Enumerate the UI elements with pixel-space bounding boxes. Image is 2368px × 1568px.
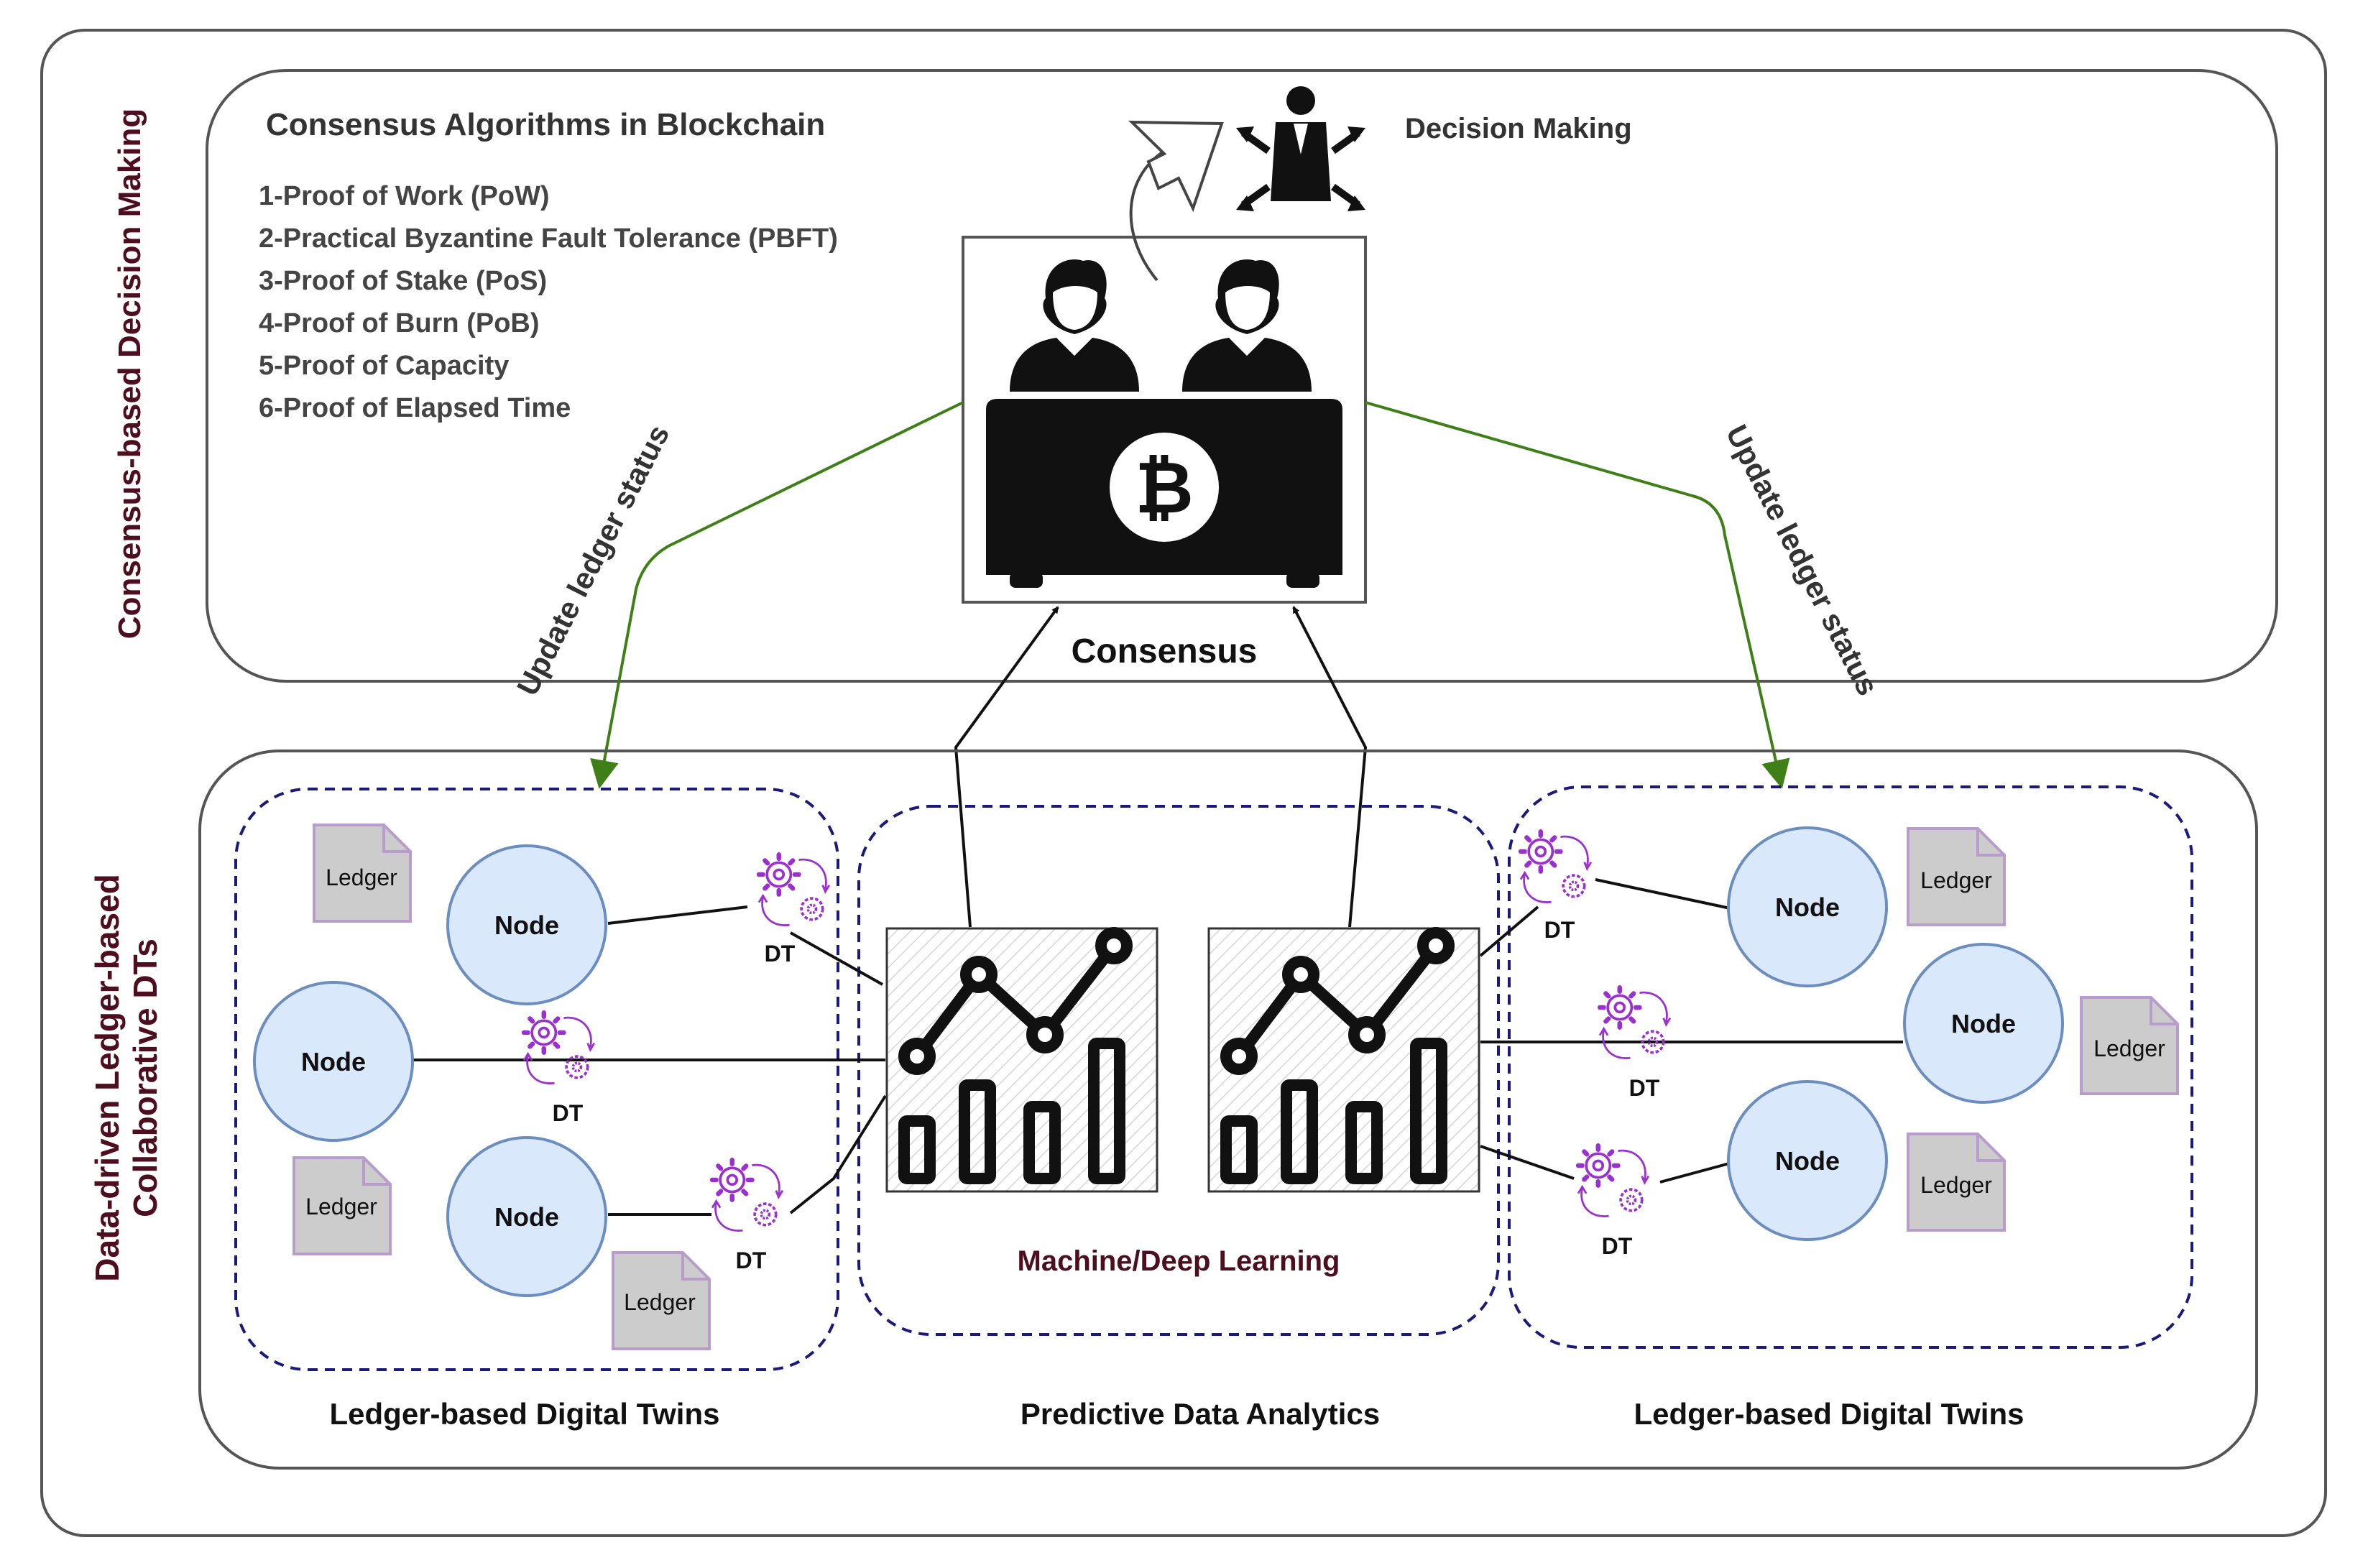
gear-icon	[1600, 987, 1670, 1058]
dt-label: DT	[1629, 1075, 1660, 1101]
update-ledger-right-label: Update ledger status	[1720, 420, 1885, 701]
bitcoin-icon: ₿	[1135, 448, 1194, 528]
outer-frame	[40, 29, 2327, 1537]
algorithms-list: 1-Proof of Work (PoW) 2-Practical Byzant…	[259, 181, 838, 423]
algorithm-item: 1-Proof of Work (PoW)	[259, 181, 550, 211]
decision-making-label: Decision Making	[1405, 113, 1632, 144]
algorithms-title: Consensus Algorithms in Blockchain	[266, 107, 825, 142]
dt-label: DT	[765, 941, 796, 967]
gear-icon	[1521, 831, 1591, 902]
analytics-to-consensus-arrow-left	[954, 606, 1059, 928]
gear-icon	[1578, 1145, 1649, 1216]
dt-icon: DT	[524, 1013, 594, 1126]
node-label: Node	[494, 910, 559, 940]
node: Node	[253, 981, 414, 1142]
bottom-side-label-line2: Collaborative DTs	[126, 939, 164, 1217]
node-label: Node	[1775, 893, 1840, 922]
bottom-side-label: Data-driven Ledger-based Collaborative D…	[88, 874, 164, 1281]
ledger-document: Ledger	[2080, 996, 2179, 1095]
ledger-document: Ledger	[612, 1251, 711, 1350]
update-arrow-left	[590, 401, 964, 789]
caption-right: Ledger-based Digital Twins	[1634, 1397, 2024, 1431]
dt-label: DT	[1544, 917, 1575, 943]
decision-maker-icon	[1236, 86, 1365, 211]
algorithm-item: 6-Proof of Elapsed Time	[259, 393, 571, 423]
gear-icon	[759, 854, 829, 925]
analytics-to-consensus-arrow-right	[1292, 606, 1368, 928]
ml-label: Machine/Deep Learning	[1018, 1245, 1340, 1277]
bottom-panel	[198, 750, 2258, 1470]
left-connections	[413, 905, 887, 1216]
dt-icon: DT	[712, 1160, 783, 1273]
gear-icon	[712, 1160, 783, 1230]
caption-left: Ledger-based Digital Twins	[330, 1397, 720, 1431]
analytics-group	[857, 805, 1500, 1336]
node: Node	[1903, 943, 2064, 1104]
dt-icon: DT	[759, 854, 829, 967]
algorithm-item: 2-Practical Byzantine Fault Tolerance (P…	[259, 223, 838, 254]
ledger-label: Ledger	[2093, 1036, 2165, 1061]
node-label: Node	[1951, 1009, 2016, 1038]
top-panel	[206, 69, 2278, 683]
gear-icon	[524, 1013, 594, 1083]
dt-label: DT	[1602, 1233, 1633, 1259]
analytics-chart-left	[887, 928, 1157, 1191]
dt-label: DT	[736, 1248, 767, 1273]
algorithm-item: 4-Proof of Burn (PoB)	[259, 308, 540, 338]
consensus-label: Consensus	[1072, 632, 1258, 670]
decision-arrow	[1128, 120, 1224, 282]
top-side-label: Consensus-based Decision Making	[112, 109, 147, 639]
right-dt-group	[1508, 785, 2193, 1349]
ledger-document: Ledger	[292, 1156, 392, 1255]
ledger-label: Ledger	[624, 1289, 696, 1315]
node: Node	[1727, 826, 1888, 987]
ledger-document: Ledger	[1907, 827, 2006, 926]
dt-label: DT	[553, 1100, 584, 1126]
right-connections	[1479, 878, 1903, 1184]
node: Node	[446, 1136, 607, 1297]
caption-center: Predictive Data Analytics	[1021, 1397, 1380, 1431]
ledger-document: Ledger	[1907, 1133, 2006, 1232]
dt-icon: DT	[1600, 987, 1670, 1101]
bottom-side-label-line1: Data-driven Ledger-based	[88, 874, 126, 1281]
node: Node	[1727, 1080, 1888, 1241]
node-label: Node	[301, 1047, 366, 1076]
ledger-label: Ledger	[305, 1194, 377, 1219]
ledger-label: Ledger	[326, 864, 397, 890]
dt-icon: DT	[1578, 1145, 1649, 1259]
node: Node	[446, 844, 607, 1005]
consensus-box: ₿	[962, 236, 1367, 604]
algorithm-item: 5-Proof of Capacity	[259, 351, 509, 381]
node-label: Node	[1775, 1146, 1840, 1176]
ledger-document: Ledger	[313, 824, 412, 923]
ledger-label: Ledger	[1920, 867, 1992, 893]
analytics-chart-right	[1209, 928, 1479, 1191]
dt-icon: DT	[1521, 831, 1591, 943]
node-label: Node	[494, 1202, 559, 1232]
update-arrow-right	[1365, 401, 1790, 789]
left-dt-group	[234, 788, 839, 1371]
ledger-label: Ledger	[1920, 1172, 1992, 1198]
algorithm-item: 3-Proof of Stake (PoS)	[259, 266, 547, 296]
